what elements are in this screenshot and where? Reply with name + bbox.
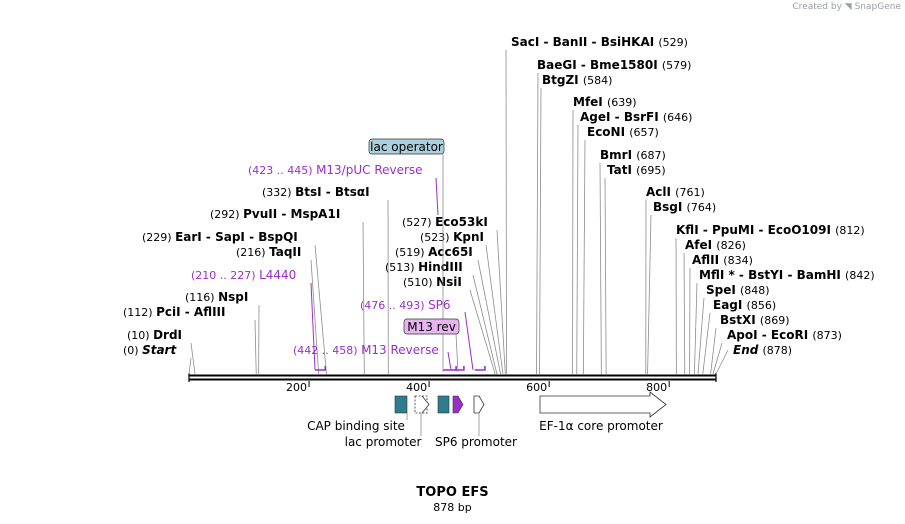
lac-operator-block: [437, 395, 450, 414]
site-leader-line: [190, 342, 196, 375]
site-label: SpeI (848): [706, 283, 770, 297]
site-label: (229) EarI - SapI - BspQI: [142, 230, 298, 244]
site-leader-line: [362, 221, 365, 375]
snapgene-logo-icon: ◥: [844, 2, 852, 12]
site-leader-line: [539, 87, 542, 375]
site-leader-line: [485, 244, 504, 375]
site-label: BtgZI (584): [542, 73, 612, 87]
site-label: AgeI - BsrFI (646): [580, 110, 692, 124]
site-leader-line: [472, 274, 498, 375]
primer-label: (442 .. 458) M13 Reverse: [293, 343, 439, 357]
site-label: MflI * - BstYI - BamHI (842): [699, 268, 875, 282]
site-label: (332) BtsI - BtsαI: [262, 185, 370, 199]
primer-arrow: [442, 366, 457, 371]
credit-label: Created by: [792, 2, 842, 12]
lac-promoter-arrowhead: [421, 395, 430, 414]
site-label: AfeI (826): [685, 238, 746, 252]
ef1a-core-promoter-label: EF-1α core promoter: [539, 419, 663, 433]
primer-arrow: [315, 366, 327, 371]
site-label: BstXI (869): [720, 313, 790, 327]
map-title: TOPO EFS: [416, 485, 489, 500]
lac-promoter-label: lac promoter: [345, 435, 422, 449]
m13-rev-arrow: [452, 395, 464, 414]
site-label: SacI - BanII - BsiHKAI (529): [511, 35, 688, 49]
cap-binding-site-block: [394, 395, 408, 414]
site-label: KflI - PpuMI - EcoO109I (812): [676, 223, 865, 237]
tick-label: 400: [406, 381, 427, 394]
site-leader-line: [310, 259, 320, 375]
brand-label: SnapGene: [854, 2, 901, 12]
snapgene-credit: Created by ◥ SnapGene: [792, 2, 901, 12]
site-leader-line: [693, 282, 698, 375]
map-length: 878 bp: [433, 501, 472, 514]
ef1a-core-promoter-arrow: [539, 391, 667, 418]
site-leader-line: [576, 124, 579, 375]
lac-operator-label: lac operator: [370, 140, 443, 154]
site-label: EcoNI (657): [587, 125, 659, 139]
primer-leader-line: [464, 311, 474, 371]
site-label: BaeGI - Bme1580I (579): [537, 58, 691, 72]
site-label: (527) Eco53kI: [402, 215, 488, 229]
site-leader-line: [505, 49, 507, 375]
m13-rev-label: M13 rev: [407, 320, 456, 334]
site-leader-line: [477, 259, 501, 375]
site-leader-line: [536, 72, 539, 375]
site-label: AclI (761): [646, 185, 705, 199]
site-label: (116) NspI: [185, 290, 248, 304]
site-leader-line: [702, 312, 711, 375]
m13-rev-box: [403, 318, 460, 335]
tick-label: 200: [286, 381, 307, 394]
site-label: (513) HindIII: [385, 260, 463, 274]
end-leader-line: [715, 349, 729, 375]
primer-label: (210 .. 227) L4440: [191, 268, 296, 282]
site-label: BmrI (687): [600, 148, 666, 162]
start-leader-line: [188, 357, 192, 375]
site-label: (216) TaqII: [236, 245, 301, 259]
primer-leader-line: [310, 282, 316, 371]
site-label: (292) PvuII - MspA1I: [210, 207, 340, 221]
primer-label: (476 .. 493) SP6: [360, 298, 451, 312]
tick-label: 800: [646, 381, 667, 394]
site-label: (523) KpnI: [420, 230, 484, 244]
cap-binding-site-label: CAP binding site: [307, 419, 405, 433]
site-leader-line: [647, 214, 652, 375]
site-label: (519) Acc65I: [395, 245, 473, 259]
site-label: ApoI - EcoRI (873): [727, 328, 842, 342]
site-label: BsgI (764): [653, 200, 716, 214]
site-leader-line: [254, 319, 257, 375]
site-label: AflII (834): [692, 253, 753, 267]
start-label: (0) Start: [123, 343, 177, 357]
site-leader-line: [604, 177, 607, 375]
sp6-promoter-label: SP6 promoter: [435, 435, 517, 449]
site-label: MfeI (639): [573, 95, 637, 109]
site-label: (510) NsiI: [403, 275, 462, 289]
tick-label: 600: [526, 381, 547, 394]
site-leader-line: [582, 139, 586, 375]
m13-rev-leader-line: [455, 333, 459, 373]
site-leader-line: [710, 327, 717, 375]
site-leader-line: [683, 252, 686, 375]
map-title-block: TOPO EFS 878 bp: [0, 485, 905, 514]
primer-leader-line: [435, 177, 439, 216]
lac-operator-box: [368, 138, 445, 155]
site-leader-line: [599, 162, 602, 375]
primer-leader-line: [447, 351, 452, 371]
site-label: (10) DrdI: [127, 328, 182, 342]
end-label: End (878): [733, 343, 792, 357]
site-label: TatI (695): [607, 163, 666, 177]
site-label: EagI (856): [713, 298, 776, 312]
site-leader-line: [712, 342, 723, 375]
site-label: (112) PciI - AflIII: [123, 305, 225, 319]
sp6-promoter-arrow: [473, 395, 485, 414]
primer-label: (423 .. 445) M13/pUC Reverse: [248, 163, 423, 177]
primer-arrow: [474, 366, 486, 371]
site-leader-line: [314, 244, 327, 375]
site-leader-line: [496, 229, 506, 375]
site-leader-line: [469, 289, 496, 375]
site-leader-line: [697, 297, 705, 375]
